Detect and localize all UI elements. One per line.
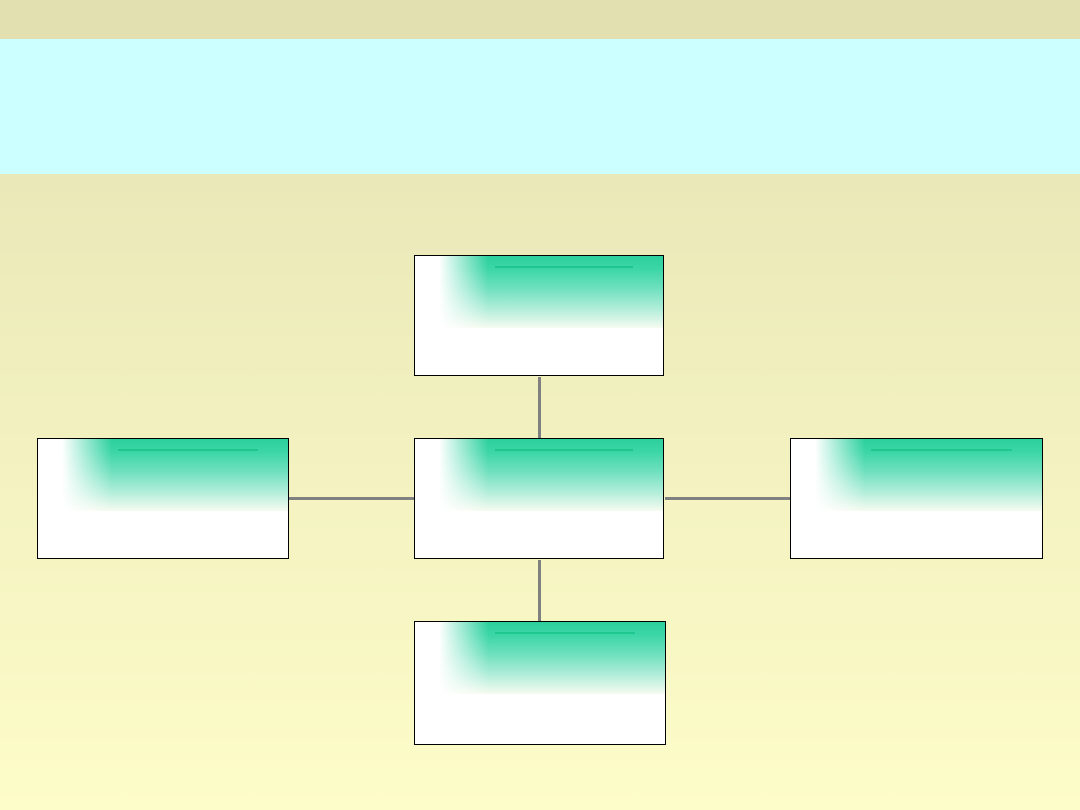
- node-top: [414, 255, 664, 376]
- node-right: [790, 438, 1043, 559]
- header-bar: [0, 0, 1080, 39]
- node-shade: [439, 256, 663, 328]
- connector-center-top: [538, 377, 541, 438]
- connector-center-left: [288, 497, 415, 500]
- node-center: [414, 438, 664, 559]
- node-shade: [815, 439, 1042, 511]
- connector-center-right: [665, 497, 791, 500]
- node-shade: [439, 439, 663, 511]
- node-shade: [62, 439, 288, 511]
- node-left: [37, 438, 289, 559]
- title-band: [0, 39, 1080, 174]
- connector-center-bottom: [538, 560, 541, 621]
- node-bottom: [414, 621, 666, 745]
- node-shade: [439, 622, 665, 694]
